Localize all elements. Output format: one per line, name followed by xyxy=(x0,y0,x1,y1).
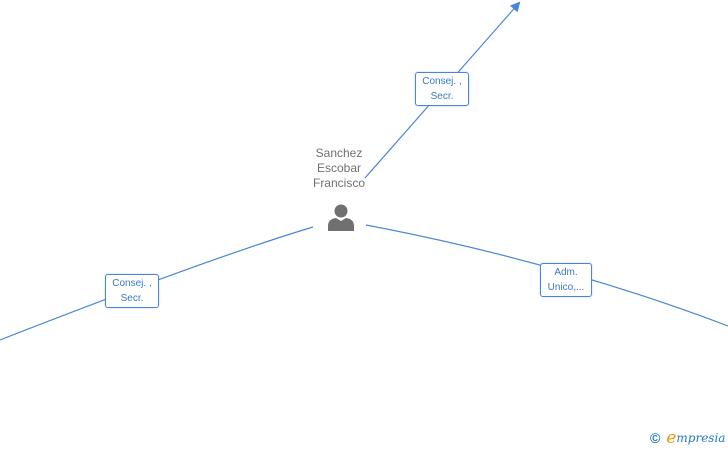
role-line-1: Adm. xyxy=(554,267,578,278)
person-name-line-3: Francisco xyxy=(312,176,365,190)
logo-text: mpresia xyxy=(676,431,726,445)
copyright-icon: © xyxy=(650,430,661,446)
person-name-line-1: Sanchez xyxy=(315,146,363,160)
role-line-2: Unico,... xyxy=(547,282,585,293)
role-box-right[interactable]: Adm. Unico,... xyxy=(540,263,592,297)
logo-e: e xyxy=(666,428,677,448)
person-icon[interactable] xyxy=(326,202,356,232)
role-box-left[interactable]: Consej. , Secr. xyxy=(105,274,159,308)
role-line-1: Consej. , xyxy=(112,278,152,289)
role-box-top[interactable]: Consej. , Secr. xyxy=(415,72,469,106)
edge-to-left xyxy=(0,226,314,341)
person-name[interactable]: Sanchez Escobar Francisco xyxy=(299,146,379,191)
role-line-2: Secr. xyxy=(120,293,144,304)
role-line-2: Secr. xyxy=(430,91,454,102)
person-name-line-2: Escobar xyxy=(316,161,362,175)
empresia-logo[interactable]: © e mpresia xyxy=(650,428,725,448)
role-line-1: Consej. , xyxy=(422,76,462,87)
